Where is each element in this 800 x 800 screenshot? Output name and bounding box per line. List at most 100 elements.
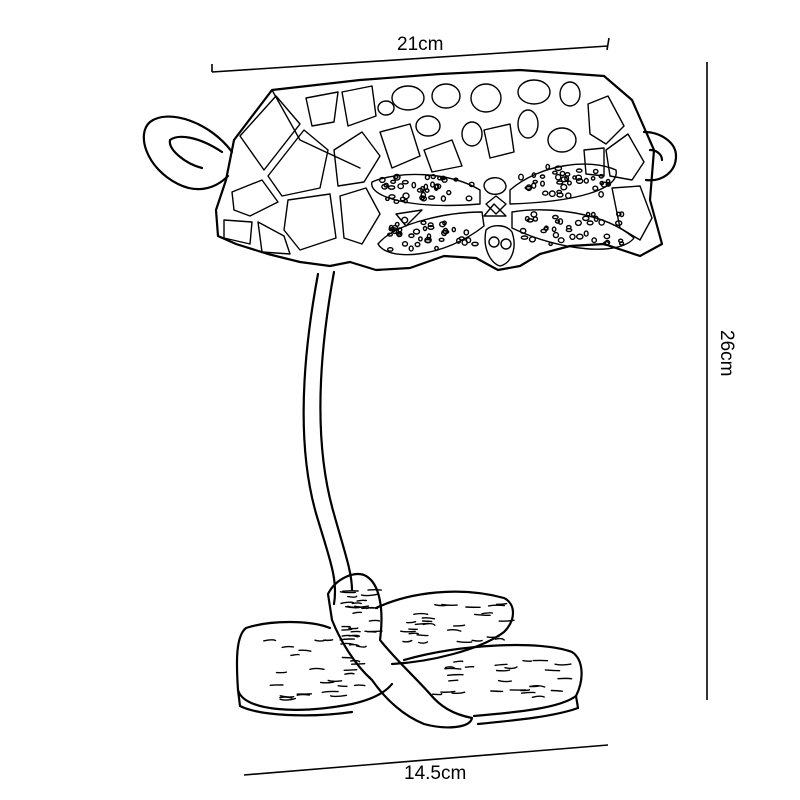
base-texture-stroke xyxy=(421,620,433,623)
dragonfly-eye xyxy=(488,236,500,248)
base-texture-stroke xyxy=(474,613,491,617)
wing-dot xyxy=(590,175,596,181)
base-texture-stroke xyxy=(416,634,429,637)
base-texture-stroke xyxy=(355,645,367,648)
wing-dot xyxy=(520,235,529,240)
base-texture-stroke xyxy=(340,601,355,605)
dragonfly-wing-lower-right xyxy=(511,209,635,250)
base-texture-stroke xyxy=(352,611,362,614)
base-texture-stroke xyxy=(481,612,494,615)
wing-dot xyxy=(554,219,561,224)
base-texture-stroke xyxy=(365,606,379,610)
wing-dot xyxy=(420,195,427,202)
base-texture-stroke xyxy=(529,685,540,688)
wing-dot xyxy=(560,176,568,183)
base-texture-stroke xyxy=(494,663,508,666)
wing-dot xyxy=(463,229,470,236)
wing-dot xyxy=(598,218,606,226)
wing-dot xyxy=(423,183,429,191)
shade-glass-jewel xyxy=(470,83,502,113)
shade-panel xyxy=(305,91,339,127)
base-texture-stroke xyxy=(263,639,277,642)
wing-dot xyxy=(408,245,414,252)
wing-dot xyxy=(442,229,450,235)
base-wing-right-upper xyxy=(374,590,515,666)
wing-dot xyxy=(592,185,599,192)
wing-dot xyxy=(440,195,447,202)
base-texture-stroke xyxy=(347,605,360,608)
wing-dot xyxy=(569,233,576,241)
wing-dot xyxy=(393,199,400,205)
wing-dot xyxy=(420,220,427,226)
wing-dot xyxy=(378,176,386,184)
base-texture-stroke xyxy=(497,679,512,683)
shade-panel xyxy=(483,123,515,159)
shade-panel xyxy=(267,129,329,197)
base-texture-stroke xyxy=(341,656,352,659)
wing-dot xyxy=(453,177,459,182)
base-texture-stroke xyxy=(296,693,310,696)
wing-dot xyxy=(393,174,399,180)
dragonfly-tail-tip xyxy=(484,225,515,267)
wing-dot xyxy=(471,241,479,247)
base-wing-left xyxy=(235,620,394,711)
wing-dot xyxy=(436,175,443,181)
base-texture-stroke xyxy=(531,695,545,698)
base-texture-stroke xyxy=(521,691,536,694)
wing-dot xyxy=(554,165,563,172)
dragonfly-antenna xyxy=(483,203,507,217)
wing-dot xyxy=(551,226,557,233)
wing-dot xyxy=(586,220,594,226)
shade-left-handle xyxy=(142,115,234,191)
wing-dot xyxy=(543,226,549,231)
base-texture-stroke xyxy=(400,630,416,633)
wing-dot xyxy=(531,172,537,179)
base-texture-stroke xyxy=(348,643,360,647)
wing-dot xyxy=(401,240,409,247)
base-texture-stroke xyxy=(464,665,475,668)
base-texture-stroke xyxy=(440,690,456,693)
wing-dot xyxy=(386,246,394,252)
wing-dot xyxy=(565,192,572,199)
base-texture-stroke xyxy=(448,679,459,682)
shade-panel xyxy=(333,131,381,187)
dragonfly-thorax xyxy=(485,195,507,215)
shade-panel xyxy=(587,95,625,145)
wing-dot xyxy=(576,233,584,240)
wing-dot xyxy=(603,233,611,240)
wing-dot xyxy=(414,241,421,248)
wing-dot xyxy=(438,221,446,228)
wing-dot xyxy=(387,232,394,237)
wing-dot xyxy=(411,181,417,189)
wing-dot xyxy=(619,211,625,218)
wing-dot xyxy=(605,181,612,187)
height-dimension: 26cm xyxy=(706,62,737,700)
wing-dot xyxy=(572,175,577,180)
shade-panel xyxy=(379,123,421,169)
base-width-label: 14.5cm xyxy=(404,763,466,784)
base-texture-stroke xyxy=(471,639,483,642)
base-texture-stroke xyxy=(406,621,417,624)
wing-dot xyxy=(593,215,599,223)
shade-panel xyxy=(223,219,253,245)
wing-dot xyxy=(456,237,462,244)
base-texture-stroke xyxy=(341,625,351,628)
stem-right-edge xyxy=(319,270,354,592)
wing-dot xyxy=(465,195,473,202)
lamp-shade xyxy=(142,68,678,272)
base-texture-stroke xyxy=(414,622,430,626)
wing-dot xyxy=(552,231,560,239)
base-texture-stroke xyxy=(495,669,511,672)
base-texture-stroke xyxy=(451,691,466,695)
base-texture-stroke xyxy=(495,602,508,606)
wing-dot xyxy=(428,195,436,200)
wing-dot xyxy=(540,180,546,187)
base-texture-stroke xyxy=(354,605,370,608)
wing-dot xyxy=(618,241,625,246)
wing-dot xyxy=(556,189,563,195)
wing-dot xyxy=(468,181,475,188)
base-texture-stroke xyxy=(298,649,312,652)
base-texture-stroke xyxy=(456,640,473,644)
wing-dot xyxy=(566,180,572,186)
